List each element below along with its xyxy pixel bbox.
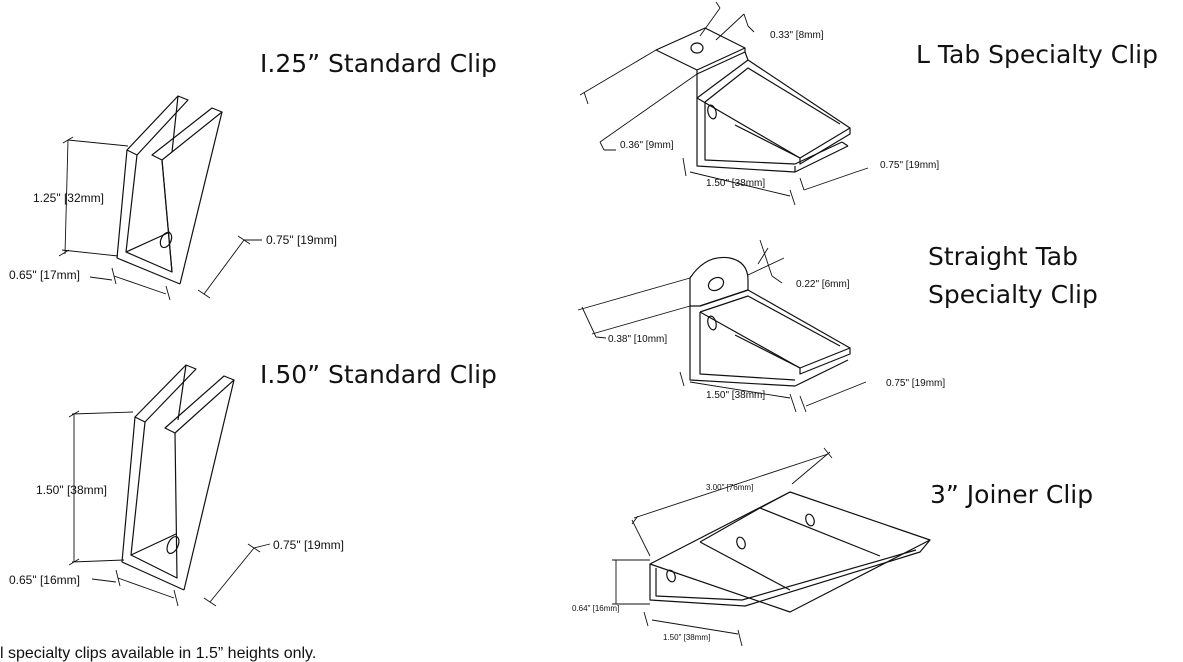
straight-tab-clip-hole: 0.22" [6mm] — [796, 279, 850, 290]
l-tab-clip-title: L Tab Specialty Clip — [916, 40, 1158, 69]
standard-clip-125-width: 0.65" [17mm] — [9, 268, 80, 282]
straight-tab-clip-title-line2: Specialty Clip — [928, 280, 1098, 309]
joiner-clip-drawing — [612, 447, 931, 647]
standard-clip-150-depth: 0.75" [19mm] — [273, 538, 344, 552]
straight-tab-clip-drawing — [577, 239, 867, 413]
straight-tab-clip-width: 1.50" [38mm] — [706, 390, 765, 401]
standard-clip-150-title: I.50” Standard Clip — [260, 360, 497, 389]
standard-clip-150-width: 0.65" [16mm] — [9, 573, 80, 587]
straight-tab-clip-title-line1: Straight Tab — [928, 242, 1078, 271]
joiner-clip-height: 0.64" [16mm] — [572, 604, 619, 613]
straight-tab-clip-depth: 0.75" [19mm] — [886, 378, 945, 389]
standard-clip-125-title: I.25” Standard Clip — [260, 49, 497, 78]
standard-clip-125-drawing — [58, 95, 262, 301]
standard-clip-125-depth: 0.75" [19mm] — [266, 233, 337, 247]
l-tab-clip-hole: 0.33" [8mm] — [770, 30, 824, 41]
joiner-clip-title: 3” Joiner Clip — [930, 480, 1093, 509]
standard-clip-150-drawing — [68, 364, 271, 607]
joiner-clip-width: 1.50" [38mm] — [663, 633, 710, 642]
l-tab-clip-width: 1.50" [38mm] — [706, 178, 765, 189]
l-tab-clip-depth: 0.75" [19mm] — [880, 160, 939, 171]
standard-clip-125-height: 1.25" [32mm] — [33, 191, 104, 205]
standard-clip-150-height: 1.50" [38mm] — [36, 483, 107, 497]
specialty-clips-footnote: l specialty clips available in 1.5” heig… — [0, 645, 316, 662]
joiner-clip-length: 3.00" [76mm] — [706, 483, 753, 492]
straight-tab-clip-tab: 0.38" [10mm] — [608, 334, 667, 345]
l-tab-clip-tab: 0.36" [9mm] — [620, 140, 674, 151]
l-tab-clip-drawing — [579, 1, 869, 206]
